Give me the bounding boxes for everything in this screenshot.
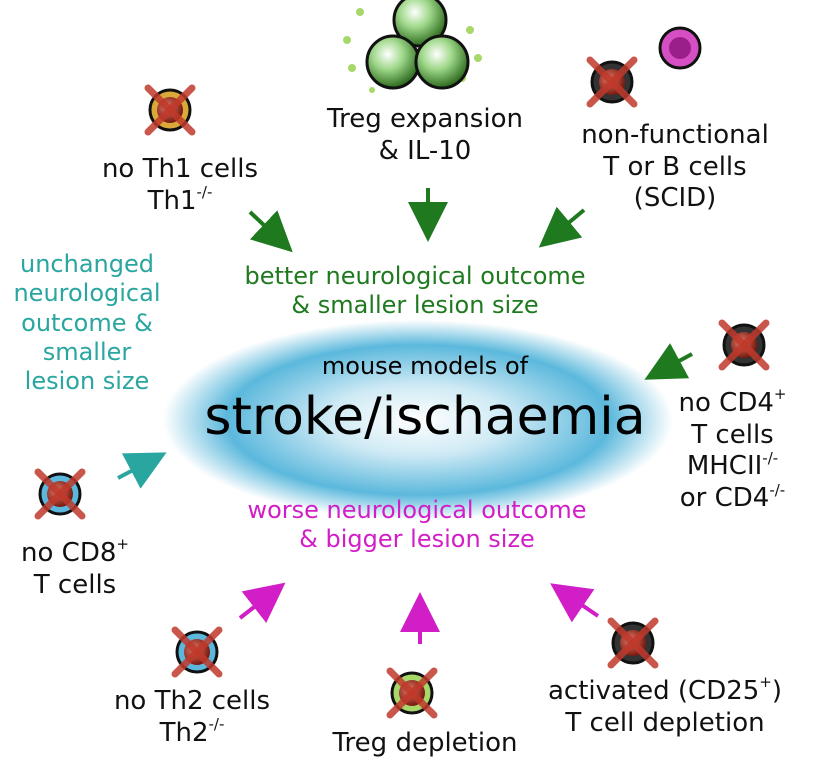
no-cd4-sup3: -/- [762,448,779,467]
scid-line2: T or B cells [603,151,747,182]
no-th2-label: no Th2 cells Th2-/- [82,686,302,749]
no-cd4-sup1: + [773,385,787,404]
x-crossed-cell-icon [586,56,638,108]
unchanged-line: lesion size [24,367,150,396]
no-cd4-line3: MHCII-/- [640,448,825,483]
no-th1-line2: Th1-/- [60,183,300,218]
no-cd4-line3-text: MHCII [686,451,763,482]
arrow-icon [248,210,293,253]
no-th1-line1: no Th1 cells [101,154,259,184]
unchanged-line: neurological [13,279,161,308]
cd25-sup1: + [759,673,772,692]
no-cd8-line1-text: no CD8 [21,538,117,568]
worse-outcome-line2: & bigger lesion size [299,525,535,554]
unchanged-line: unchanged [20,250,154,278]
no-th2-sup: -/- [208,715,225,734]
treg-cell-cluster-icon [343,0,482,93]
unchanged-line: outcome & [21,308,153,337]
no-cd8-label: no CD8+ T cells [0,535,150,601]
no-cd4-line2: T cells [691,419,774,450]
no-cd4-line4: or CD4-/- [640,480,825,515]
unchanged-outcome-label: unchanged neurological outcome & smaller… [2,250,172,396]
treg-expansion-line2: & IL-10 [378,135,472,166]
arrow-icon [538,206,586,248]
scid-line1: non-functional [581,120,769,150]
no-th2-line2-text: Th2 [159,717,209,748]
worse-outcome-line1: worse neurological outcome [247,496,587,524]
no-cd8-sup1: + [116,535,129,554]
worse-outcome-label: worse neurological outcome & bigger lesi… [212,496,622,555]
no-cd4-line4-text: or CD4 [679,483,770,514]
cd25-depletion-label: activated (CD25+) T cell depletion [515,673,815,739]
x-crossed-cell-icon [386,667,438,719]
cd25-line2: T cell depletion [565,707,765,738]
no-th1-label: no Th1 cells Th1-/- [60,154,300,217]
x-crossed-cell-icon [144,84,196,136]
arrow-icon [117,452,167,489]
x-crossed-cell-icon [171,626,223,678]
no-th2-line2: Th2-/- [82,715,302,750]
cd25-line1-text: activated (CD25 [547,676,760,706]
arrow-icon [644,343,693,380]
x-crossed-cell-icon [718,319,770,371]
b-cell-icon [658,26,702,70]
center-title: stroke/ischaemia [204,387,646,447]
cd25-line1-suffix: ) [771,676,783,706]
central-blob [163,320,673,520]
treg-depletion-line1: Treg depletion [332,728,518,758]
better-outcome-line2: & smaller lesion size [291,291,539,320]
arrow-icon [550,583,600,623]
arrow-icon [238,582,286,623]
no-cd8-line1: no CD8+ [0,535,150,570]
x-crossed-cell-icon [607,617,659,669]
no-cd4-line1: no CD4+ [640,385,825,420]
treg-expansion-label: Treg expansion & IL-10 [290,104,560,167]
treg-depletion-label: Treg depletion [300,728,550,760]
cd25-line1: activated (CD25+) [515,673,815,708]
scid-label: non-functional T or B cells (SCID) [540,120,810,215]
no-cd8-line2: T cells [33,569,117,600]
no-cd4-line1-text: no CD4 [678,388,774,418]
center-subtitle: mouse models of [321,352,529,380]
unchanged-line: smaller [42,337,132,366]
scid-line3: (SCID) [633,183,717,214]
better-outcome-label: better neurological outcome & smaller le… [210,262,620,321]
no-th1-line2-text: Th1 [147,185,197,216]
arrows [117,188,693,644]
no-cd4-sup4: -/- [769,480,786,499]
better-outcome-line1: better neurological outcome [244,262,586,290]
no-cd4-label: no CD4+ T cells MHCII-/- or CD4-/- [640,385,825,515]
treg-expansion-line1: Treg expansion [327,104,523,134]
no-th1-sup: -/- [196,183,213,202]
x-crossed-cell-icon [34,468,86,520]
no-th2-line1: no Th2 cells [113,686,271,716]
